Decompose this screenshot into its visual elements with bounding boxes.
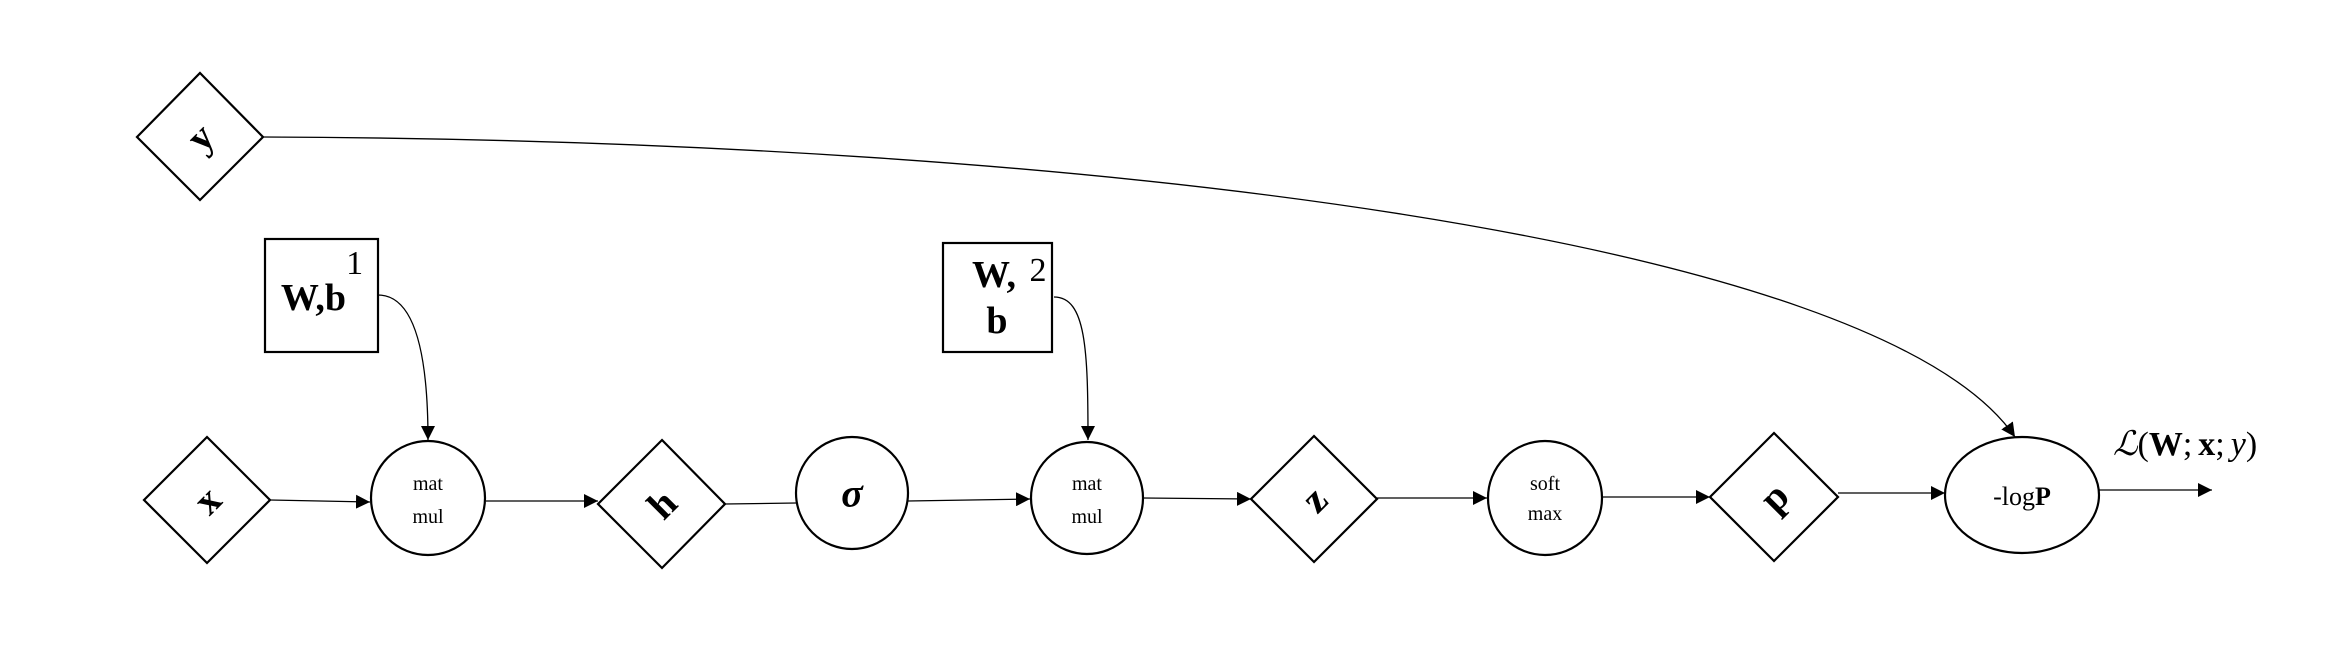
edge-param2-to-matmul2 — [1053, 296, 1095, 441]
loss-sep-1: ; — [2183, 426, 2192, 463]
param-box-2: W, 2 b — [941, 241, 1054, 354]
loss-script-l: ℒ — [2113, 426, 2139, 463]
op-sigma: σ — [794, 435, 910, 551]
loss-y: y — [2228, 426, 2247, 463]
param-box-2-line1: W, — [972, 254, 1016, 296]
op-matmul-1-line1: mat — [413, 473, 443, 495]
op-softmax-line1: soft — [1530, 473, 1560, 495]
node-y: y — [135, 71, 265, 202]
param-box-1-text: W,b — [281, 277, 346, 319]
loss-open-paren: ( — [2138, 426, 2149, 463]
param-box-2-superscript: 2 — [1030, 252, 1047, 289]
op-softmax: soft max — [1486, 439, 1604, 557]
op-softmax-line2: max — [1528, 503, 1562, 525]
loss-close-paren: ) — [2246, 426, 2257, 463]
op-matmul-2-line2: mul — [1071, 506, 1103, 528]
loss-w: W — [2149, 426, 2183, 463]
loss-x: x — [2198, 426, 2215, 463]
op-matmul-1: mat mul — [369, 439, 487, 557]
op-neglog-prefix: -log — [1993, 482, 2035, 511]
op-matmul-1-line2: mul — [412, 506, 444, 528]
op-neglog: -logP — [1943, 435, 2101, 555]
op-sigma-label: σ — [841, 471, 864, 516]
op-neglog-bold: P — [2035, 482, 2051, 511]
edge-y-to-neglog — [262, 136, 2016, 438]
node-x: x — [142, 435, 272, 565]
edge-h-to-sigma — [724, 502, 797, 505]
op-matmul-2-line1: mat — [1072, 473, 1102, 495]
param-box-1-superscript: 1 — [346, 245, 363, 282]
op-neglog-label: -logP — [1993, 482, 2051, 511]
node-h: h — [596, 438, 727, 570]
loss-sep-2: ; — [2215, 426, 2224, 463]
edge-matmul2-to-z — [1141, 491, 1252, 506]
node-p: p — [1708, 431, 1840, 563]
node-z: z — [1249, 434, 1379, 564]
param-box-1: W,b1 — [263, 237, 380, 354]
output-loss-label: ℒ(W;x;y) — [2113, 426, 2257, 463]
param-box-1-label: W,b1 — [281, 245, 363, 319]
param-box-2-line2: b — [986, 300, 1007, 342]
edge-param1-to-matmul1 — [377, 294, 435, 441]
edge-x-to-matmul1 — [269, 494, 371, 509]
op-matmul-2: mat mul — [1029, 440, 1145, 556]
edge-sigma-to-matmul2 — [907, 492, 1031, 507]
